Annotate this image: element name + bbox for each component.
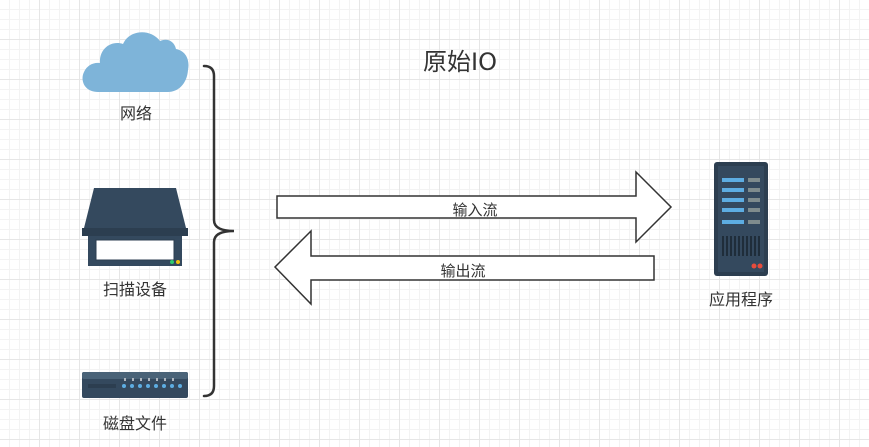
- input-stream-label: 输入流: [452, 201, 498, 219]
- scanner-icon: [82, 188, 188, 266]
- disk-drive-icon: [82, 372, 188, 398]
- source-label-network: 网络: [119, 104, 152, 123]
- diagram-title: 原始IO: [423, 48, 497, 76]
- output-stream-label: 输出流: [440, 262, 486, 280]
- cloud-icon: [82, 32, 189, 92]
- input-stream-arrow: [276, 170, 673, 244]
- source-label-disk: 磁盘文件: [102, 414, 167, 433]
- target-label-application: 应用程序: [708, 290, 773, 309]
- output-stream-arrow: [273, 229, 655, 306]
- server-icon: [714, 162, 768, 276]
- grouping-brace: [202, 64, 235, 398]
- source-label-scanner: 扫描设备: [102, 280, 167, 299]
